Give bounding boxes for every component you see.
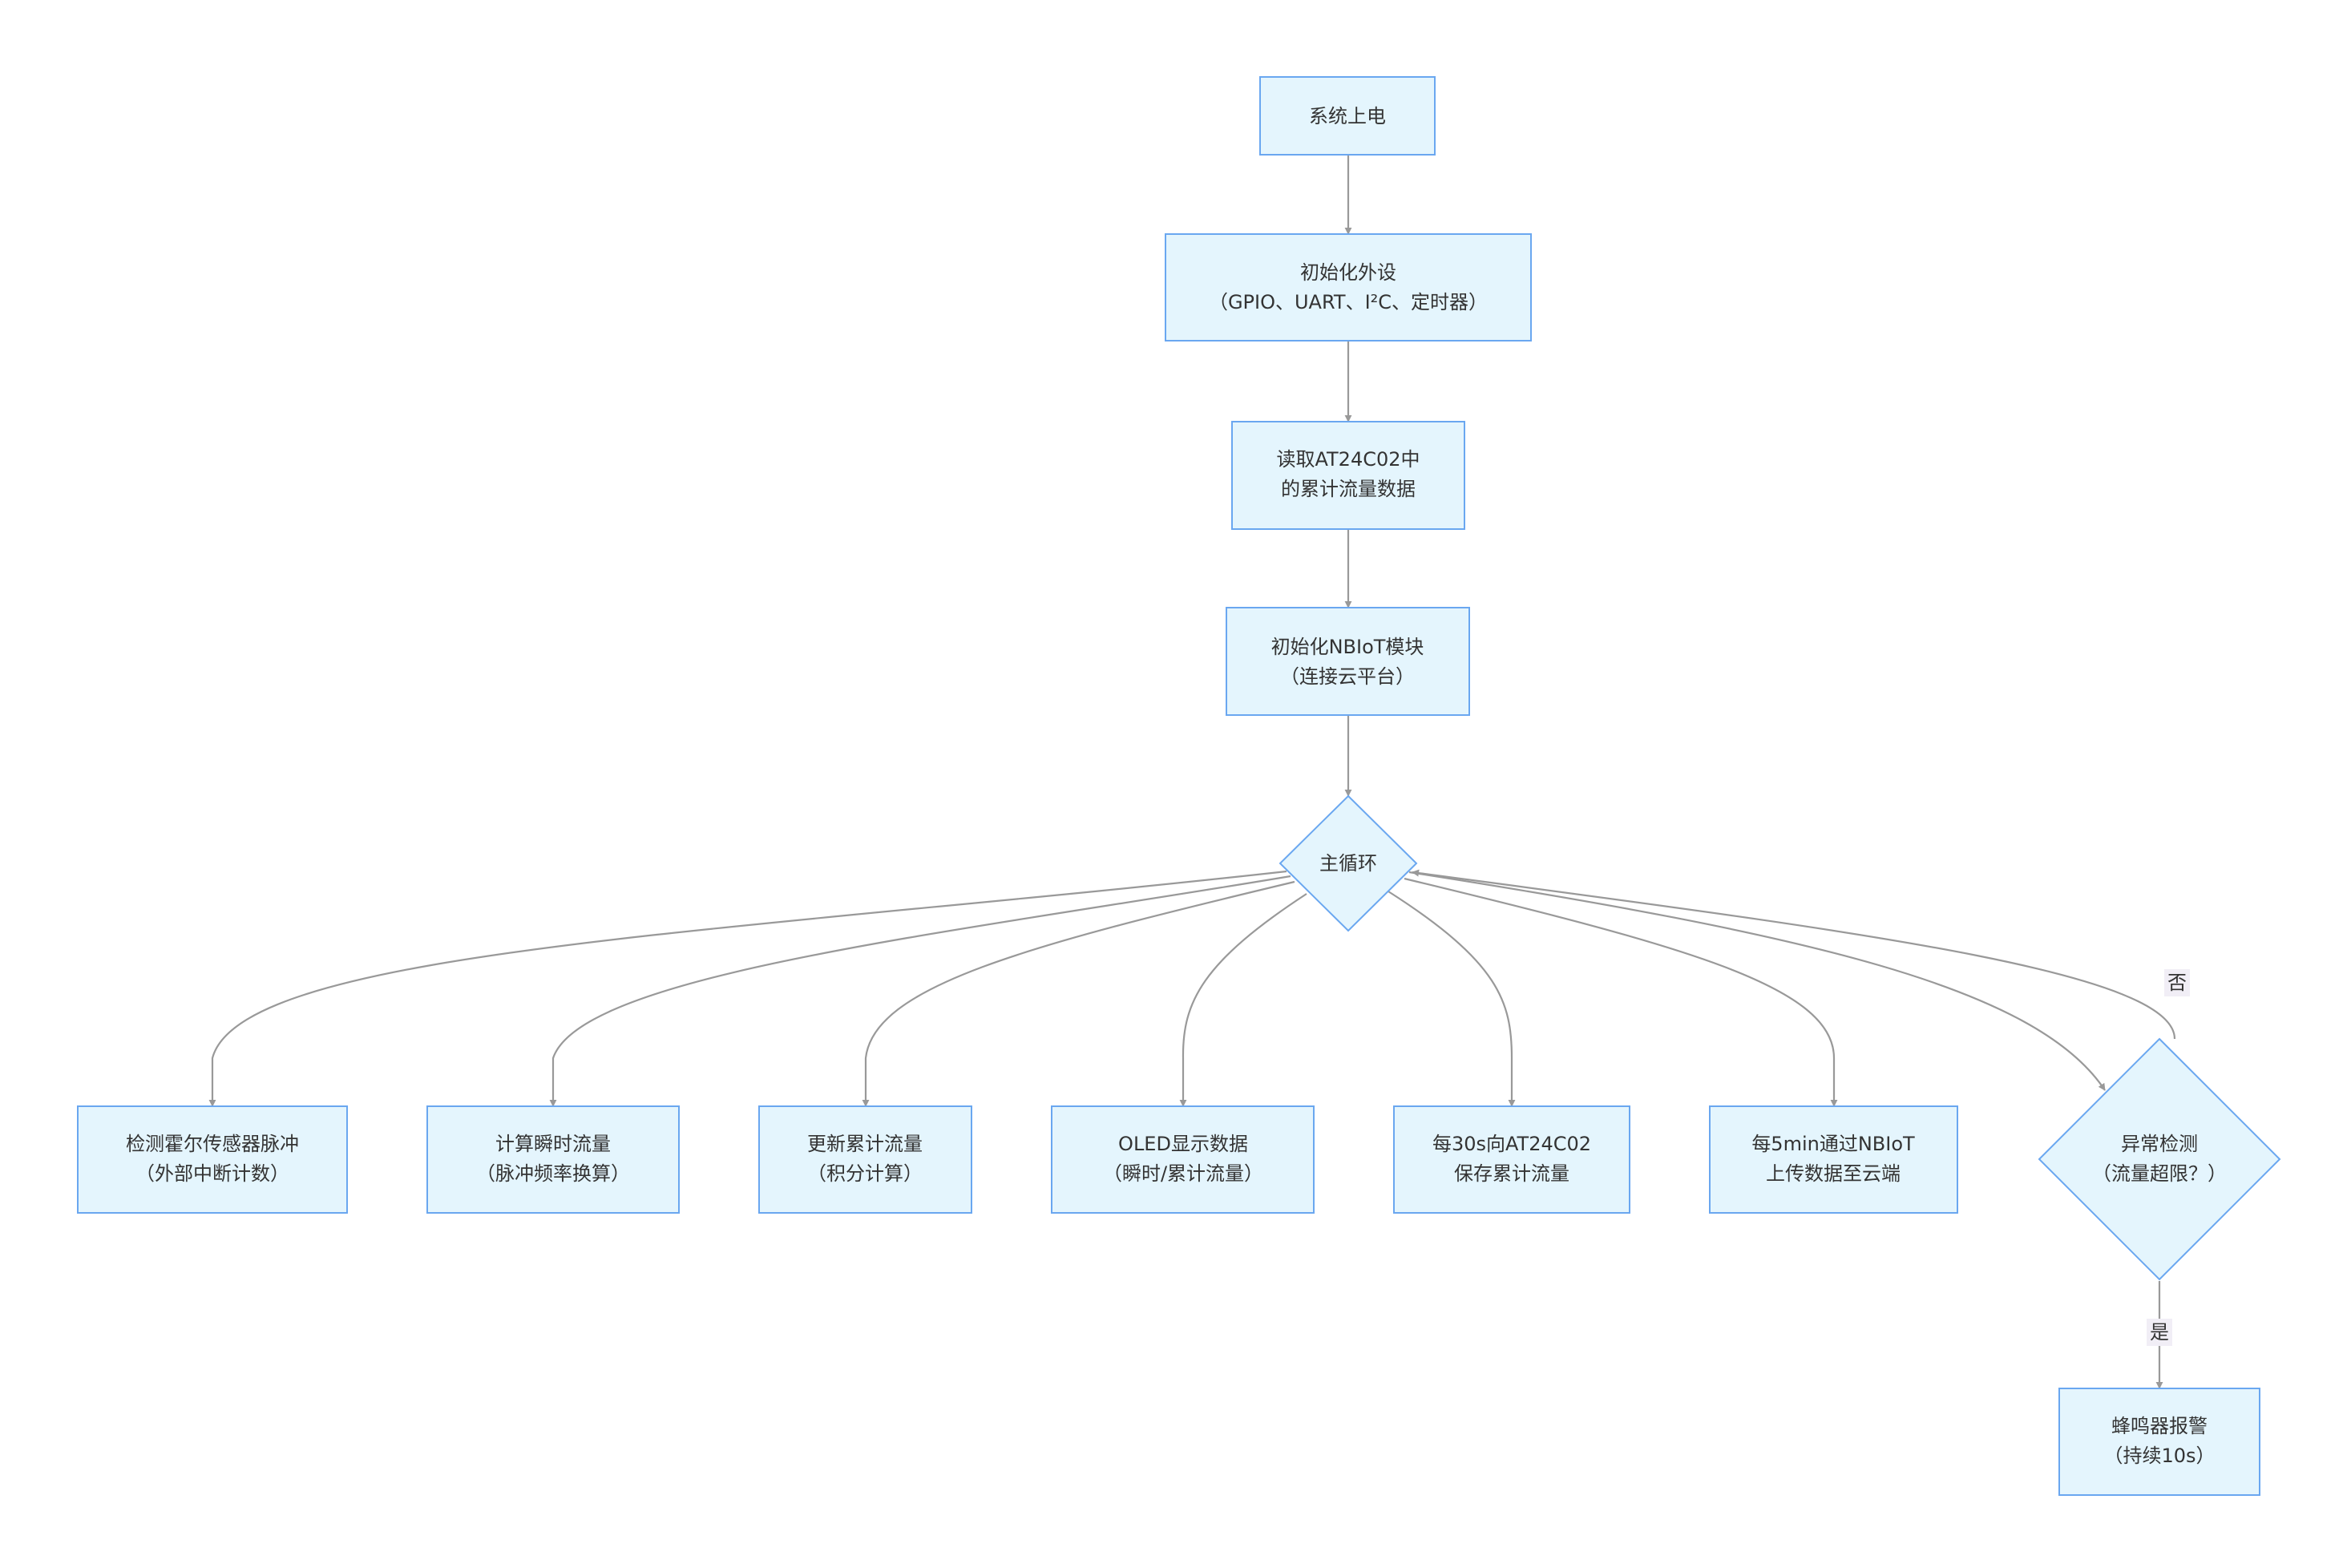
node-save-eeprom: 每30s向AT24C02 保存累计流量 xyxy=(1393,1105,1630,1214)
edge-loop-to-update xyxy=(862,880,1295,1107)
node-update-total-line2: （积分计算） xyxy=(807,1162,923,1185)
edge-label-no: 否 xyxy=(2164,969,2190,996)
svg-text:蜂鸣器报警: 蜂鸣器报警 xyxy=(2111,1415,2208,1437)
node-oled-display-line1: OLED显示数据 xyxy=(1118,1133,1248,1155)
node-save-eeprom-line1: 每30s向AT24C02 xyxy=(1432,1133,1591,1155)
node-calc-instant-line1: 计算瞬时流量 xyxy=(495,1133,611,1155)
node-anomaly-check-line2: （流量超限？） xyxy=(2092,1162,2227,1185)
svg-text:每5min通过NBIoT: 每5min通过NBIoT xyxy=(1751,1133,1915,1155)
node-power-on-line1: 系统上电 xyxy=(1309,105,1386,127)
node-calc-instant-line2: （脉冲频率换算） xyxy=(476,1162,630,1185)
node-upload-cloud-line2: 上传数据至云端 xyxy=(1766,1162,1901,1185)
node-upload-cloud: 每5min通过NBIoT 上传数据至云端 xyxy=(1709,1105,1958,1214)
node-buzzer-alarm-line1: 蜂鸣器报警 xyxy=(2111,1415,2208,1437)
svg-text:异常检测: 异常检测 xyxy=(2121,1133,2198,1155)
edge-anomaly-no-to-loop xyxy=(1412,869,2176,1040)
node-init-nbiot-line1: 初始化NBIoT模块 xyxy=(1271,636,1424,658)
svg-text:上传数据至云端: 上传数据至云端 xyxy=(1766,1162,1901,1185)
node-oled-display-line2: （瞬时/累计流量） xyxy=(1103,1162,1263,1185)
node-anomaly-check: 异常检测 （流量超限？） xyxy=(2038,1037,2281,1281)
node-main-loop: 主循环 xyxy=(1279,794,1418,932)
edge-loop-to-upload xyxy=(1404,877,1838,1107)
svg-text:（连接云平台）: （连接云平台） xyxy=(1280,665,1415,688)
edge-loop-to-detect xyxy=(208,870,1287,1107)
svg-text:初始化外设: 初始化外设 xyxy=(1300,261,1396,284)
svg-text:每30s向AT24C02: 每30s向AT24C02 xyxy=(1432,1133,1591,1155)
edge-loop-to-calc xyxy=(549,875,1291,1107)
svg-text:检测霍尔传感器脉冲: 检测霍尔传感器脉冲 xyxy=(126,1133,299,1155)
svg-text:（流量超限？）: （流量超限？） xyxy=(2092,1162,2227,1185)
node-buzzer-alarm-line2: （持续10s） xyxy=(2103,1445,2215,1467)
node-main-loop-line1: 主循环 xyxy=(1319,852,1377,875)
node-oled-display: OLED显示数据 （瞬时/累计流量） xyxy=(1051,1105,1315,1214)
node-calc-instant: 计算瞬时流量 （脉冲频率换算） xyxy=(426,1105,680,1214)
svg-text:的累计流量数据: 的累计流量数据 xyxy=(1281,478,1416,500)
svg-text:（积分计算）: （积分计算） xyxy=(807,1162,923,1185)
node-update-total: 更新累计流量 （积分计算） xyxy=(758,1105,972,1214)
node-detect-pulse: 检测霍尔传感器脉冲 （外部中断计数） xyxy=(77,1105,348,1214)
node-init-peripherals-line2: （GPIO、UART、I²C、定时器） xyxy=(1209,291,1488,313)
svg-text:（持续10s）: （持续10s） xyxy=(2103,1445,2215,1467)
svg-text:（脉冲频率换算）: （脉冲频率换算） xyxy=(476,1162,630,1185)
node-buzzer-alarm: 蜂鸣器报警 （持续10s） xyxy=(2058,1388,2260,1496)
svg-text:计算瞬时流量: 计算瞬时流量 xyxy=(495,1133,611,1155)
svg-text:（外部中断计数）: （外部中断计数） xyxy=(135,1162,289,1185)
node-detect-pulse-line1: 检测霍尔传感器脉冲 xyxy=(126,1133,299,1155)
node-upload-cloud-line1: 每5min通过NBIoT xyxy=(1751,1133,1915,1155)
node-init-peripherals: 初始化外设 （GPIO、UART、I²C、定时器） xyxy=(1165,233,1532,341)
svg-text:系统上电: 系统上电 xyxy=(1309,105,1386,127)
node-read-eeprom: 读取AT24C02中 的累计流量数据 xyxy=(1231,421,1465,530)
svg-text:OLED显示数据: OLED显示数据 xyxy=(1118,1133,1248,1155)
svg-text:初始化NBIoT模块: 初始化NBIoT模块 xyxy=(1271,636,1424,658)
node-init-nbiot-line2: （连接云平台） xyxy=(1280,665,1415,688)
node-read-eeprom-line1: 读取AT24C02中 xyxy=(1276,448,1420,471)
edge-loop-to-anomaly xyxy=(1408,871,2106,1091)
svg-text:（GPIO、UART、I²C、定时器）: （GPIO、UART、I²C、定时器） xyxy=(1209,291,1488,313)
node-power-on: 系统上电 xyxy=(1259,76,1436,156)
edge-loop-to-save xyxy=(1388,891,1516,1107)
node-save-eeprom-line2: 保存累计流量 xyxy=(1454,1162,1569,1185)
svg-text:读取AT24C02中: 读取AT24C02中 xyxy=(1276,448,1420,471)
node-init-nbiot: 初始化NBIoT模块 （连接云平台） xyxy=(1226,607,1470,716)
node-anomaly-check-line1: 异常检测 xyxy=(2121,1133,2198,1155)
node-detect-pulse-line2: （外部中断计数） xyxy=(135,1162,289,1185)
node-init-peripherals-line1: 初始化外设 xyxy=(1300,261,1396,284)
svg-text:（瞬时/累计流量）: （瞬时/累计流量） xyxy=(1103,1162,1263,1185)
svg-text:主循环: 主循环 xyxy=(1319,852,1377,875)
svg-text:更新累计流量: 更新累计流量 xyxy=(807,1133,923,1155)
edge-label-yes-text: 是 xyxy=(2150,1321,2169,1344)
node-read-eeprom-line2: 的累计流量数据 xyxy=(1281,478,1416,500)
edge-label-yes: 是 xyxy=(2147,1319,2172,1346)
svg-text:保存累计流量: 保存累计流量 xyxy=(1454,1162,1569,1185)
node-update-total-line1: 更新累计流量 xyxy=(807,1133,923,1155)
edge-label-no-text: 否 xyxy=(2167,972,2187,994)
edge-loop-to-oled xyxy=(1179,893,1307,1107)
